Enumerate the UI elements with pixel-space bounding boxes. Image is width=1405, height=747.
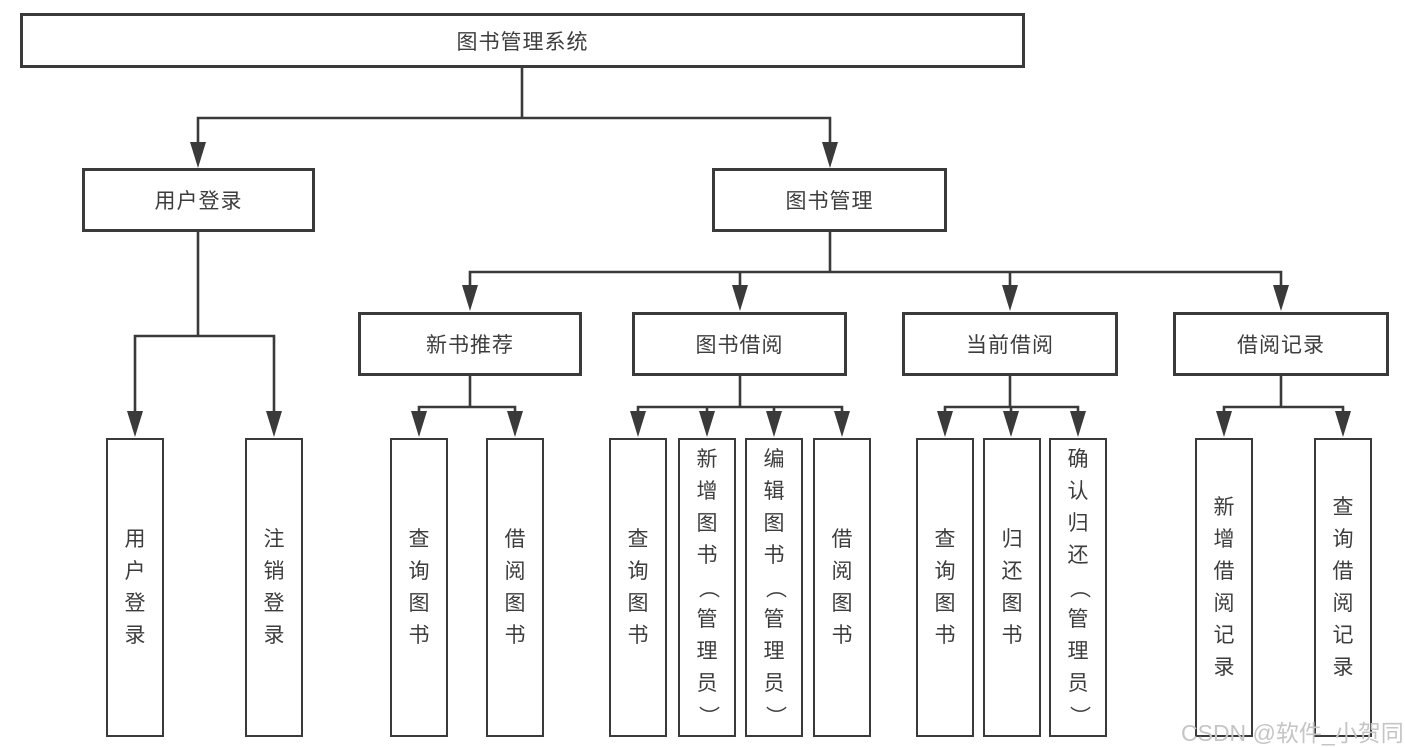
node-query-borrow-record: 查询借阅记录 xyxy=(1314,438,1372,737)
node-edit-book-admin-label: 编辑图书（管理员） xyxy=(763,447,786,727)
node-query-borrow-record-label: 查询借阅记录 xyxy=(1332,495,1354,679)
node-confirm-return-admin-label: 确认归还（管理员） xyxy=(1067,447,1090,727)
node-current-borrow: 当前借阅 xyxy=(902,312,1118,376)
node-query-books-current-label: 查询图书 xyxy=(934,527,956,647)
node-current-borrow-label: 当前借阅 xyxy=(966,334,1054,357)
node-query-books-recommend-label: 查询图书 xyxy=(408,527,430,647)
connector-user-login-children xyxy=(127,230,282,437)
node-edit-book-admin: 编辑图书（管理员） xyxy=(745,438,803,737)
node-borrow-books-recommend-label: 借阅图书 xyxy=(504,527,526,647)
node-add-book-admin: 新增图书（管理员） xyxy=(678,438,736,737)
node-query-books-borrow: 查询图书 xyxy=(609,438,667,737)
node-borrow-records-label: 借阅记录 xyxy=(1237,334,1325,357)
node-new-book-recommend-label: 新书推荐 xyxy=(426,334,514,357)
node-user-login-action: 用户登录 xyxy=(106,438,164,737)
watermark: CSDN @软件_小贺同学 xyxy=(1181,720,1405,746)
node-logout: 注销登录 xyxy=(245,438,303,737)
node-user-login-label: 用户登录 xyxy=(154,190,243,213)
node-library-system: 图书管理系统 xyxy=(20,13,1025,68)
connector-root-to-level2 xyxy=(190,66,838,168)
node-borrow-books-recommend: 借阅图书 xyxy=(486,438,544,737)
node-return-book-label: 归还图书 xyxy=(1001,527,1023,647)
connector-book-borrow-children xyxy=(630,374,850,437)
node-add-borrow-record-label: 新增借阅记录 xyxy=(1213,495,1235,679)
node-add-book-admin-label: 新增图书（管理员） xyxy=(696,447,719,727)
node-add-borrow-record: 新增借阅记录 xyxy=(1195,438,1253,737)
node-user-login: 用户登录 xyxy=(82,168,315,232)
node-query-books-current: 查询图书 xyxy=(916,438,974,737)
node-confirm-return-admin: 确认归还（管理员） xyxy=(1049,438,1107,737)
node-query-books-borrow-label: 查询图书 xyxy=(627,527,649,647)
node-new-book-recommend: 新书推荐 xyxy=(358,312,582,376)
node-borrow-records: 借阅记录 xyxy=(1173,312,1389,376)
node-book-management-label: 图书管理 xyxy=(785,190,874,213)
node-book-management: 图书管理 xyxy=(712,168,947,232)
node-return-book: 归还图书 xyxy=(983,438,1041,737)
node-logout-label: 注销登录 xyxy=(263,527,285,647)
node-book-borrow-label: 图书借阅 xyxy=(695,334,784,357)
connector-book-management-sections xyxy=(462,230,1289,311)
connector-new-book-children xyxy=(411,374,523,437)
node-user-login-action-label: 用户登录 xyxy=(124,527,146,647)
node-library-system-label: 图书管理系统 xyxy=(456,30,589,54)
connector-borrow-records-children xyxy=(1216,374,1351,437)
connector-current-borrow-children xyxy=(937,374,1086,437)
node-query-books-recommend: 查询图书 xyxy=(390,438,448,737)
node-book-borrow: 图书借阅 xyxy=(632,312,847,376)
node-borrow-books-borrow-label: 借阅图书 xyxy=(831,527,853,647)
node-borrow-books-borrow: 借阅图书 xyxy=(813,438,871,737)
